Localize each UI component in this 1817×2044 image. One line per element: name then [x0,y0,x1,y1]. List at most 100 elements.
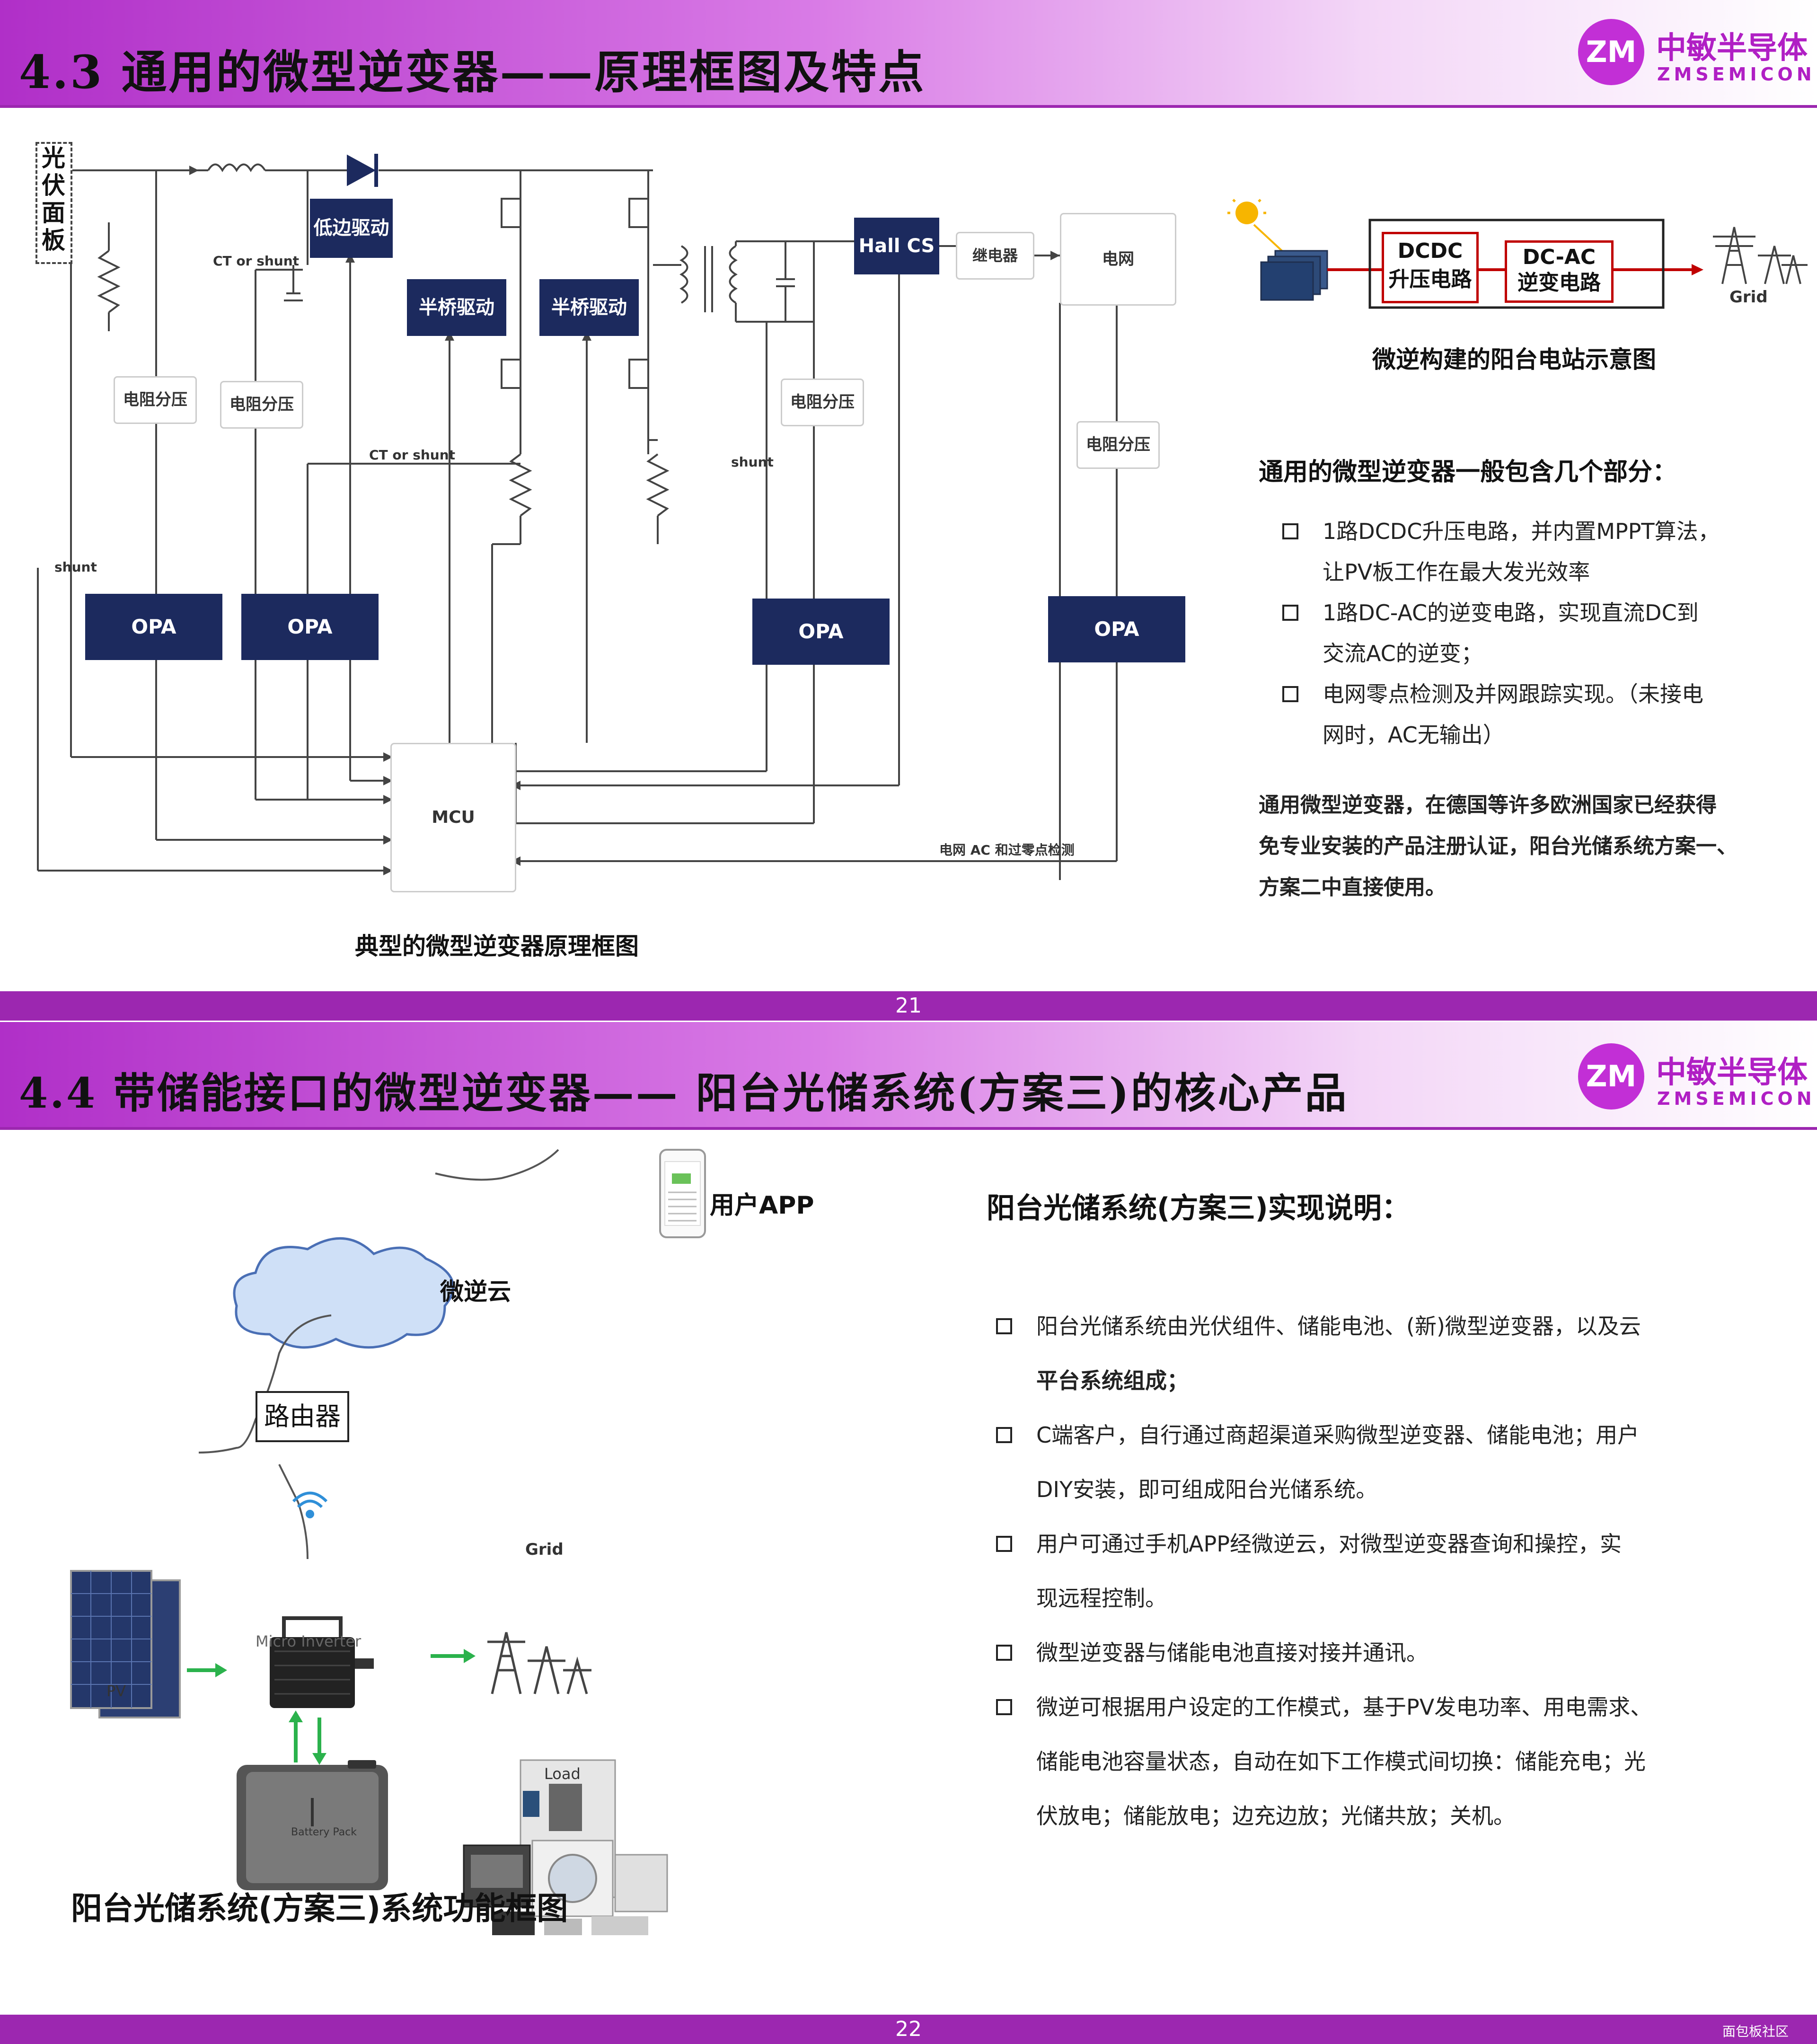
logo-text-cn: 中敏半导体 [1656,1055,1808,1090]
checkbox-icon [996,1645,1012,1661]
diagram-caption: 典型的微型逆变器原理框图 [355,933,639,960]
bullet-text: 储能电池容量状态，自动在如下工作模式间切换：储能充电；光 [1036,1749,1646,1774]
opa-block-1: OPA [85,594,222,660]
pv-panel-box [35,142,72,264]
divider-block-1: 电阻分压 [114,376,197,424]
relay-block: 继电器 [956,232,1034,280]
header-divider [0,105,1817,108]
bullet-text: 用户可通过手机APP经微逆云，对微型逆变器查询和操控，实 [1036,1531,1622,1557]
grid-label: Grid [525,1540,564,1559]
circuit-wiring [37,154,1118,880]
dcdc-label-2: 升压电路 [1388,267,1472,291]
battery-label: Battery Pack [291,1826,357,1838]
explanation-heading: 阳台光储系统(方案三)实现说明： [987,1192,1410,1225]
slide-header [0,1022,1817,1128]
ac-detect-label: 电网 AC 和过零点检测 [939,842,1075,858]
parts-heading: 通用的微型逆变器一般包含几个部分： [1259,458,1677,486]
note-line-2: 免专业安装的产品注册认证，阳台光储系统方案一、 [1259,834,1738,858]
parts-bullet-3: 电网零点检测及并网跟踪实现。（未接电 网时，AC无输出） [1282,674,1803,755]
ct-shunt-label-1: CT or shunt [213,253,300,269]
divider-block-3: 电阻分压 [781,379,864,426]
cloud-icon [233,1237,455,1349]
checkbox-icon [996,1318,1012,1334]
slide-title: 4.4 带储能接口的微型逆变器—— 阳台光储系统(方案三)的核心产品 [19,1068,1349,1118]
page-number-bar: 22 [0,2015,1817,2044]
parts-bullet-2: 1路DC-AC的逆变电路，实现直流DC到 交流AC的逆变； [1282,592,1803,674]
bullet-text: 电网零点检测及并网跟踪实现。（未接电 [1323,681,1703,707]
checkbox-icon [996,1699,1012,1715]
opa-block-3: OPA [752,599,890,665]
logo-text-cn: 中敏半导体 [1656,31,1808,66]
page-number-bar: 21 [0,991,1817,1021]
shunt-label-1: shunt [54,559,97,575]
header-divider [0,1127,1817,1130]
slide-21: 4.3 通用的微型逆变器——原理框图及特点 ZM 中敏半导体 ZMSEMICON [0,0,1817,1021]
checkbox-icon [996,1536,1012,1552]
slide-22: 4.4 带储能接口的微型逆变器—— 阳台光储系统(方案三)的核心产品 ZM 中敏… [0,1022,1817,2044]
logo-text-en: ZMSEMICON [1657,1088,1816,1109]
ct-shunt-label-2: CT or shunt [369,447,456,463]
divider-block-2: 电阻分压 [220,381,303,429]
checkbox-icon [1282,605,1298,621]
half-bridge-driver-block-1: 半桥驱动 [407,279,506,336]
dcac-label-2: 逆变电路 [1517,271,1601,295]
cloud-label: 微逆云 [440,1278,511,1305]
bullet-text: 1路DC-AC的逆变电路，实现直流DC到 [1323,600,1699,626]
hall-cs-block: Hall CS [854,218,939,274]
bullet-text: 交流AC的逆变； [1323,641,1483,666]
wifi-icon [292,1491,328,1518]
bullet-text: 网时，AC无输出） [1323,722,1505,748]
opa-block-4: OPA [1048,596,1185,662]
grid-tower-icon [1713,227,1808,284]
grid-block: 电网 [1060,213,1176,306]
checkbox-icon [1282,686,1298,702]
phone-app-icon [659,1149,706,1238]
load-label: Load [544,1765,581,1783]
page-number: 22 [895,2017,922,2041]
grid-tower-icon [487,1632,591,1694]
balcony-caption: 微逆构建的阳台电站示意图 [1372,346,1656,373]
opa-block-2: OPA [241,594,379,660]
solar-panel-icon [1260,250,1328,301]
checkbox-icon [996,1427,1012,1443]
bullet-text: C端客户，自行通过商超渠道采购微型逆变器、储能电池；用户 [1036,1422,1640,1448]
logo-icon: ZM [1578,1043,1644,1110]
logo-icon: ZM [1578,19,1644,85]
bullet-text: 微逆可根据用户设定的工作模式，基于PV发电功率、用电需求、 [1036,1694,1652,1720]
bullet-text: 现远程控制。 [1036,1586,1167,1611]
low-side-driver-block: 低边驱动 [310,199,393,258]
dcac-inverter-block: DC-AC 逆变电路 [1505,240,1614,303]
bullet-text: DIY安装，即可组成阳台光储系统。 [1036,1477,1378,1502]
slide-header [0,0,1817,106]
parts-bullet-1: 1路DCDC升压电路，并内置MPPT算法， 让PV板工作在最大发光效率 [1282,511,1803,592]
explanation-list: 阳台光储系统由光伏组件、储能电池、(新)微型逆变器，以及云 平台系统组成； C端… [996,1306,1800,1959]
bullet-text: 阳台光储系统由光伏组件、储能电池、(新)微型逆变器，以及云 [1036,1313,1641,1339]
pv-panel-label: 光伏面板 [42,144,65,254]
grid-label: Grid [1729,288,1768,307]
micro-inverter-icon [270,1616,374,1708]
home-appliances-icon [463,1759,668,1935]
logo-text-en: ZMSEMICON [1657,64,1816,85]
slide-title: 4.3 通用的微型逆变器——原理框图及特点 [19,45,926,99]
half-bridge-driver-block-2: 半桥驱动 [539,279,639,336]
bullet-text: 平台系统组成； [1036,1368,1189,1393]
sun-icon [1227,199,1288,256]
checkbox-icon [1282,523,1298,539]
page-number: 21 [895,994,922,1018]
shunt-label-2: shunt [731,454,774,470]
bullet-text: 1路DCDC升压电路，并内置MPPT算法， [1323,519,1720,544]
bullet-text: 让PV板工作在最大发光效率 [1323,559,1590,585]
note-line-3: 方案二中直接使用。 [1259,875,1446,899]
dcdc-label-1: DCDC [1397,239,1463,263]
dcdc-boost-block: DCDC 升压电路 [1382,232,1479,303]
system-diagram-graphics [70,1149,706,1935]
app-label: 用户APP [710,1191,814,1220]
bullet-text: 伏放电；储能放电；边充边放；光储共放；关机。 [1036,1803,1515,1829]
diagram-caption: 阳台光储系统(方案三)系统功能框图 [71,1890,568,1927]
router-box: 路由器 [256,1391,349,1442]
battery-pack-icon [237,1760,388,1890]
watermark: 面包板社区 [1722,2024,1789,2039]
divider-block-4: 电阻分压 [1076,421,1160,469]
pv-panel-icon [70,1570,181,1718]
micro-inverter-label: Micro Inverter [256,1632,362,1650]
